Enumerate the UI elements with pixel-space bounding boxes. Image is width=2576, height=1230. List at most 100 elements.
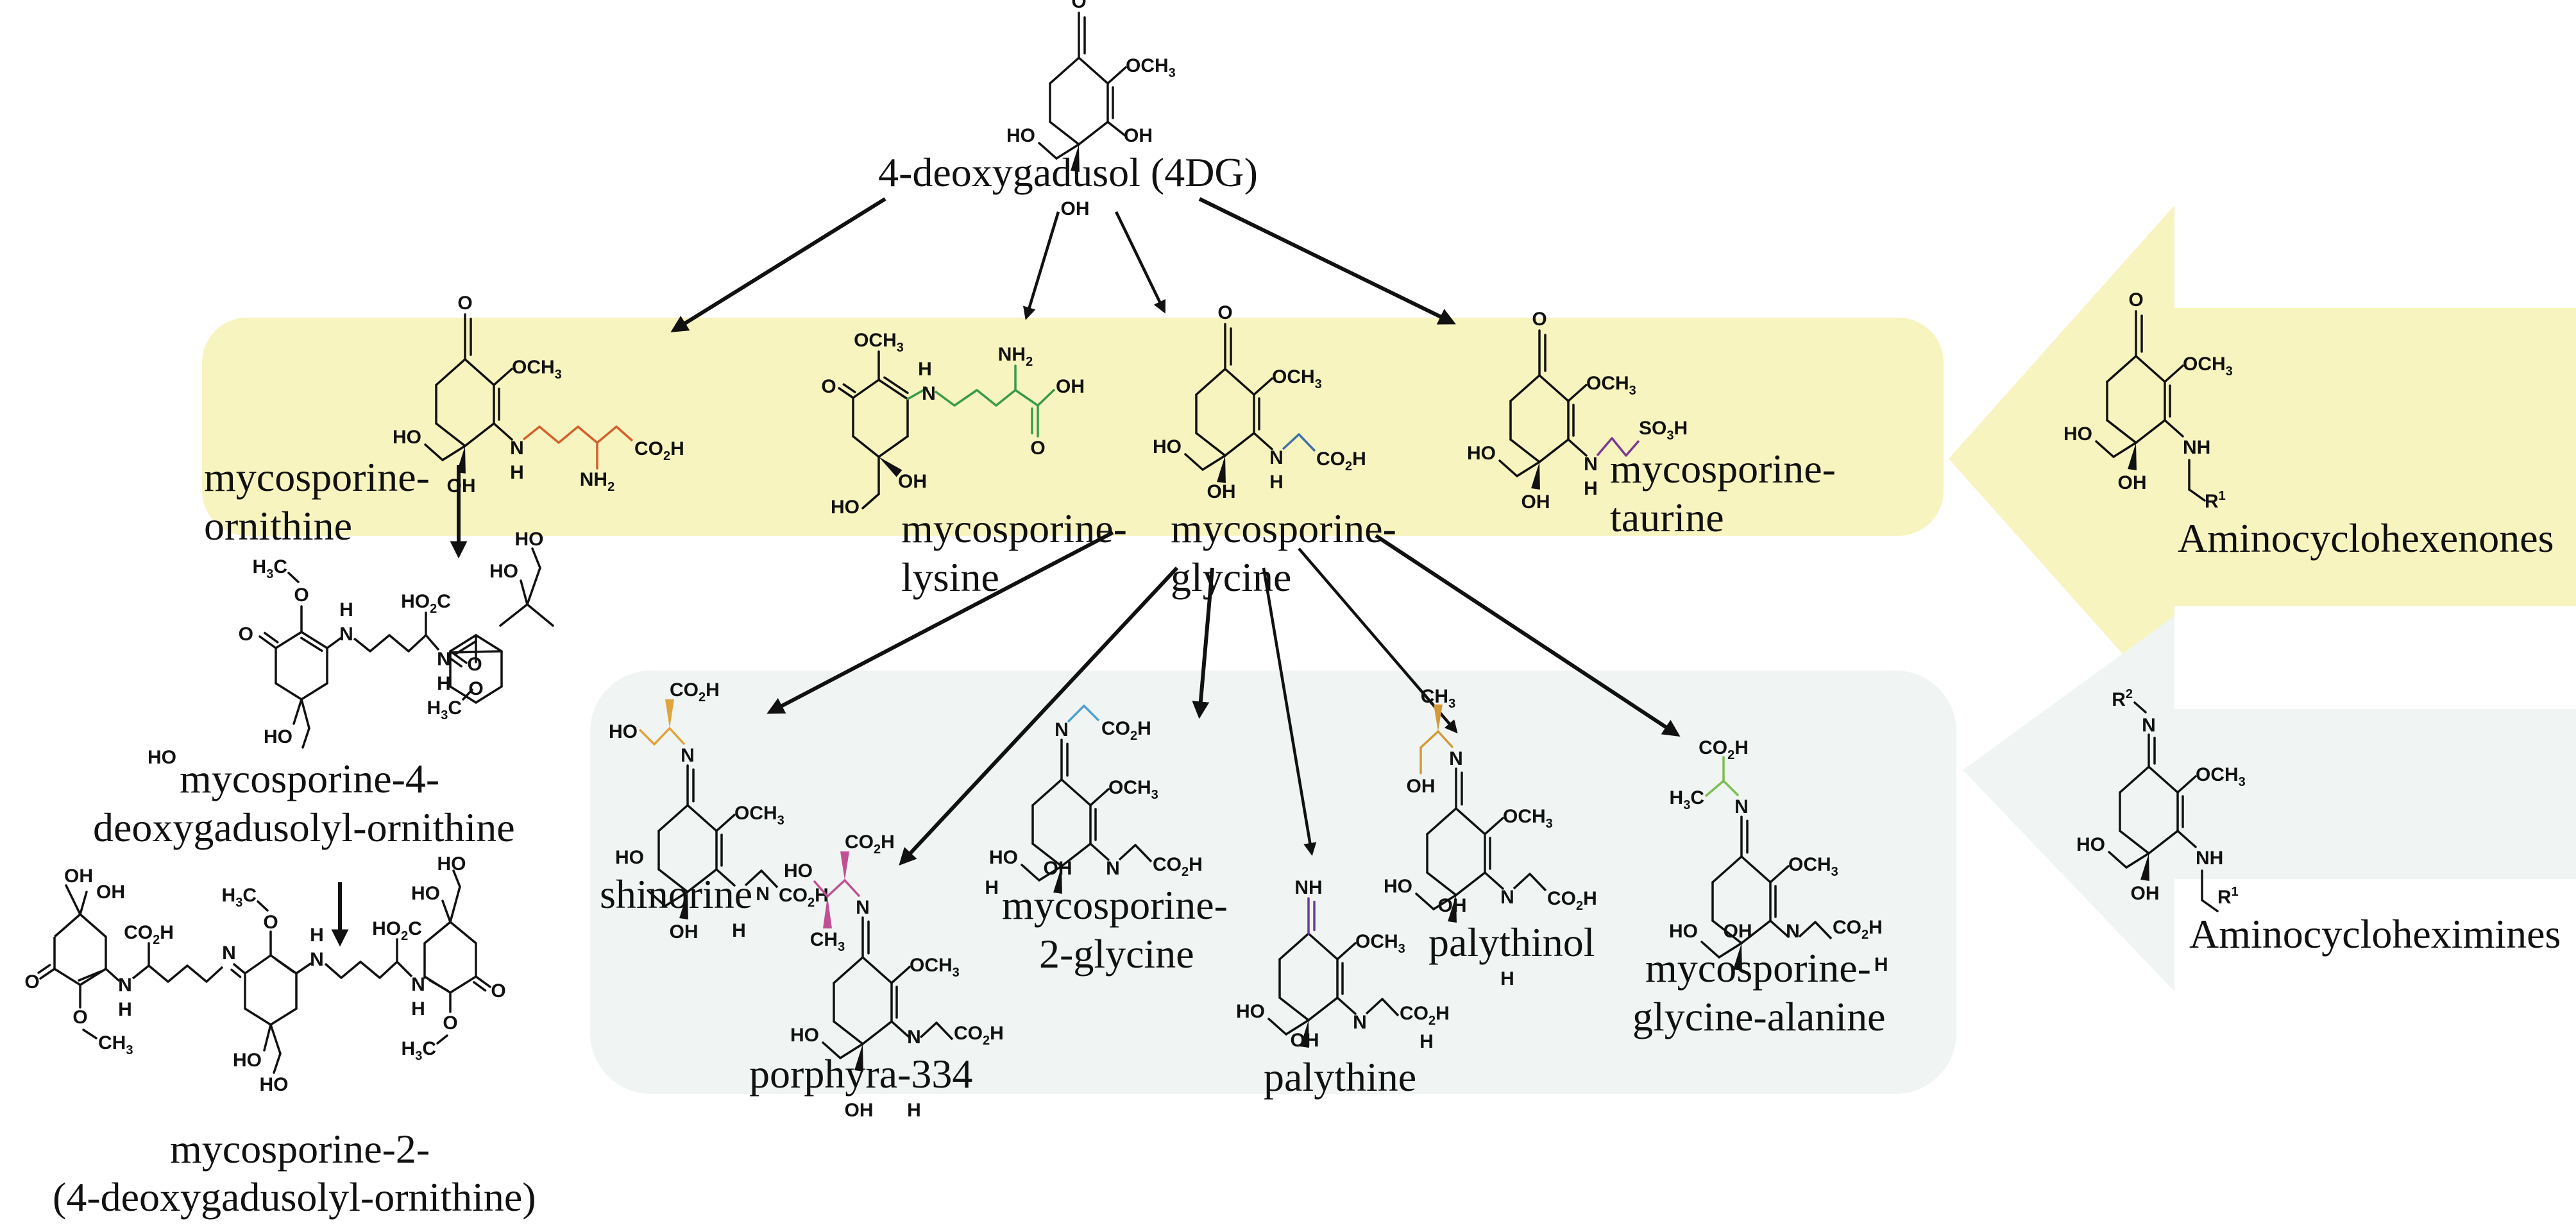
atom-label: OCH3	[2183, 354, 2233, 379]
atom-label: CO2H	[1833, 917, 1883, 942]
atom-label: HO	[437, 853, 466, 875]
atom-label: OCH3	[1355, 931, 1405, 956]
bond-chain	[1596, 437, 1640, 457]
bond	[326, 636, 343, 649]
atom-label: HO	[515, 529, 544, 550]
arrow-to-palythinol	[1298, 547, 1458, 734]
atom-label: H	[1584, 478, 1598, 499]
bond	[2119, 765, 2150, 794]
atom-label: O	[468, 678, 483, 699]
atom-label: HO	[615, 847, 644, 868]
atom-label: OCH3	[1788, 854, 1838, 879]
bond	[1700, 941, 1720, 959]
bond	[473, 981, 487, 992]
atom-label: O	[1532, 309, 1546, 330]
atom-label: OH	[447, 475, 476, 497]
atom-label: O	[2128, 289, 2143, 311]
bond	[531, 547, 541, 569]
atom-label: O	[239, 624, 253, 645]
bond	[493, 422, 513, 441]
arrow-4dg-to-glycine	[1114, 211, 1166, 314]
compound-label-shinorine: shinorine	[600, 871, 752, 917]
atom-label: OCH3	[1503, 806, 1553, 831]
bond	[1049, 56, 1080, 85]
bond	[890, 966, 911, 984]
bond	[292, 698, 303, 725]
bond	[424, 443, 444, 461]
bond	[295, 962, 312, 975]
atom-label: OH	[64, 866, 93, 887]
atom-label: N	[907, 1027, 921, 1048]
compound-label-taurine-2: taurine	[1610, 495, 1724, 540]
aminocyclohexenone-band	[202, 318, 1944, 536]
bond	[842, 383, 856, 393]
bond	[861, 956, 893, 984]
aminocycloheximine-class-arrow	[1963, 616, 2576, 991]
bond	[2095, 440, 2115, 458]
bond	[852, 379, 880, 399]
bond	[449, 634, 477, 653]
bond	[833, 1020, 864, 1045]
bond	[1432, 894, 1457, 910]
arrow-to-glycine-alanine	[1375, 534, 1681, 737]
wedge-bond	[2128, 443, 2137, 470]
atom-label: N	[922, 383, 936, 404]
bond	[441, 445, 466, 461]
atom-label: N	[411, 974, 425, 995]
bond	[447, 656, 462, 668]
bond	[301, 727, 310, 749]
atom-label: O	[491, 980, 505, 1002]
class-label-aminocyclohexenones: Aminocyclohexenones	[2178, 515, 2554, 561]
wedge-bond	[879, 457, 902, 477]
bond	[1538, 374, 1570, 402]
bond	[647, 889, 666, 907]
bond	[435, 358, 466, 386]
bond	[269, 1023, 282, 1055]
compound-label-palythine: palythine	[1264, 1054, 1416, 1100]
atom-label: OCH3	[1272, 366, 1322, 391]
atom-label: OH	[1056, 376, 1085, 397]
bond	[2135, 419, 2166, 444]
bond-chain	[934, 389, 1038, 407]
bond	[475, 685, 503, 704]
bond	[1201, 454, 1226, 471]
bond	[526, 603, 554, 627]
bond	[1106, 121, 1127, 137]
bond-chain	[919, 1021, 954, 1041]
atom-label: N	[1734, 796, 1749, 817]
bond	[1224, 368, 1255, 396]
bond	[264, 631, 279, 644]
atom-label: HO	[609, 721, 638, 742]
bond	[65, 884, 81, 916]
bond-chain	[131, 964, 224, 983]
bond	[428, 979, 449, 992]
bond	[1484, 817, 1504, 835]
arrow-to-shinorine	[767, 531, 1114, 714]
compound-label-m24dgo-1: mycosporine-2-	[170, 1126, 430, 1172]
wedge-bond	[2140, 853, 2149, 881]
atom-label: NH	[2196, 848, 2223, 869]
atom-label: OH	[1521, 491, 1550, 513]
atom-label: NH	[1294, 877, 1322, 898]
atom-label: NH2	[580, 469, 614, 494]
bond	[39, 968, 56, 980]
bond	[1711, 919, 1743, 944]
bond-chain	[1282, 433, 1316, 452]
atom-label: H	[411, 998, 425, 1020]
bond	[2188, 488, 2206, 502]
bond	[838, 387, 854, 399]
bond	[1285, 1019, 1310, 1036]
atom-label: HO	[260, 1074, 289, 1095]
atom-label: N	[1106, 858, 1120, 879]
bond	[1021, 864, 1040, 882]
bond	[2125, 852, 2150, 869]
atom-label: HO	[989, 847, 1018, 868]
atom-label: H	[339, 599, 353, 620]
bond	[861, 1020, 893, 1045]
bond-chain	[53, 913, 107, 986]
atom-label: CO2H	[1101, 718, 1151, 743]
